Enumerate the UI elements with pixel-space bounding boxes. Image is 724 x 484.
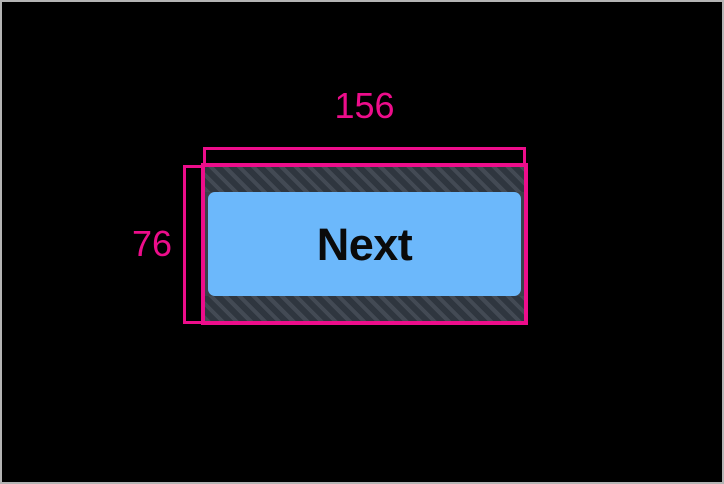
hatch-band-top bbox=[205, 167, 524, 192]
width-dimension-bracket bbox=[203, 147, 526, 165]
hatch-band-bottom bbox=[205, 296, 524, 321]
width-dimension-label: 156 bbox=[334, 85, 395, 126]
button-face[interactable]: Next bbox=[208, 192, 521, 296]
height-dimension-bracket bbox=[183, 165, 201, 324]
next-button[interactable]: Next bbox=[205, 167, 524, 321]
button-label: Next bbox=[316, 218, 413, 270]
height-dimension-label: 76 bbox=[131, 223, 172, 264]
